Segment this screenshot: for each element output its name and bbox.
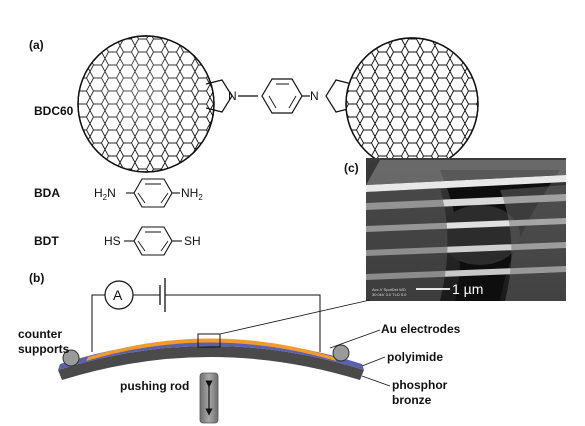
bda-structure: H2N NH2 [94,178,203,208]
phosphor-bronze-layer [58,346,364,380]
bdt-right-group: SH [184,234,201,248]
sem-image: Acc.V SpotDet WD 30.0kV 3.0 TLD 5.0 1 µm [366,158,566,301]
au-electrode-layer [86,338,336,361]
bdt-structure: HS SH [104,226,201,256]
nitrogen-right: N [310,89,319,103]
pushing-rod-label: pushing rod [120,379,189,393]
bdt-label: BDT [34,234,59,248]
ammeter-symbol: A [113,287,123,303]
right-support-ball [332,344,350,362]
left-fullerene [77,35,215,173]
bdc60-label: BDC60 [34,104,74,118]
junction-box [197,333,221,348]
bda-right-group: NH2 [181,186,203,202]
sem-scale-label: 1 µm [452,281,483,297]
sem-info-line2: 30.0kV 3.0 TLD 5.0 [372,292,407,297]
phosphor-bronze-line1: phosphor [392,378,448,392]
counter-supports-line2: supports [18,342,70,356]
left-support-ball [62,349,80,367]
polyimide-label: polyimide [387,350,443,364]
panel-c-label: (c) [344,161,359,175]
bdt-left-group: HS [104,234,121,248]
pushing-rod [199,372,219,424]
panel-b-label: (b) [29,271,44,285]
circuit-wires [91,278,321,352]
linker-structure [205,78,353,114]
panel-a-label: (a) [29,38,44,52]
zoom-line [219,299,371,335]
right-fullerene [345,37,479,171]
bda-label: BDA [34,186,60,200]
counter-supports-line1: counter [18,327,62,341]
au-electrodes-label: Au electrodes [381,322,461,336]
nitrogen-left: N [228,89,237,103]
bda-left-group: H2N [94,186,116,202]
sem-info-line1: Acc.V SpotDet WD [372,287,406,292]
phosphor-bronze-line2: bronze [392,393,432,407]
phosphor-bronze-pointer [361,375,391,387]
ammeter: A [104,280,134,310]
bent-substrate [58,299,371,380]
polyimide-pointer [361,356,386,367]
au-electrodes-pointer [329,329,381,349]
